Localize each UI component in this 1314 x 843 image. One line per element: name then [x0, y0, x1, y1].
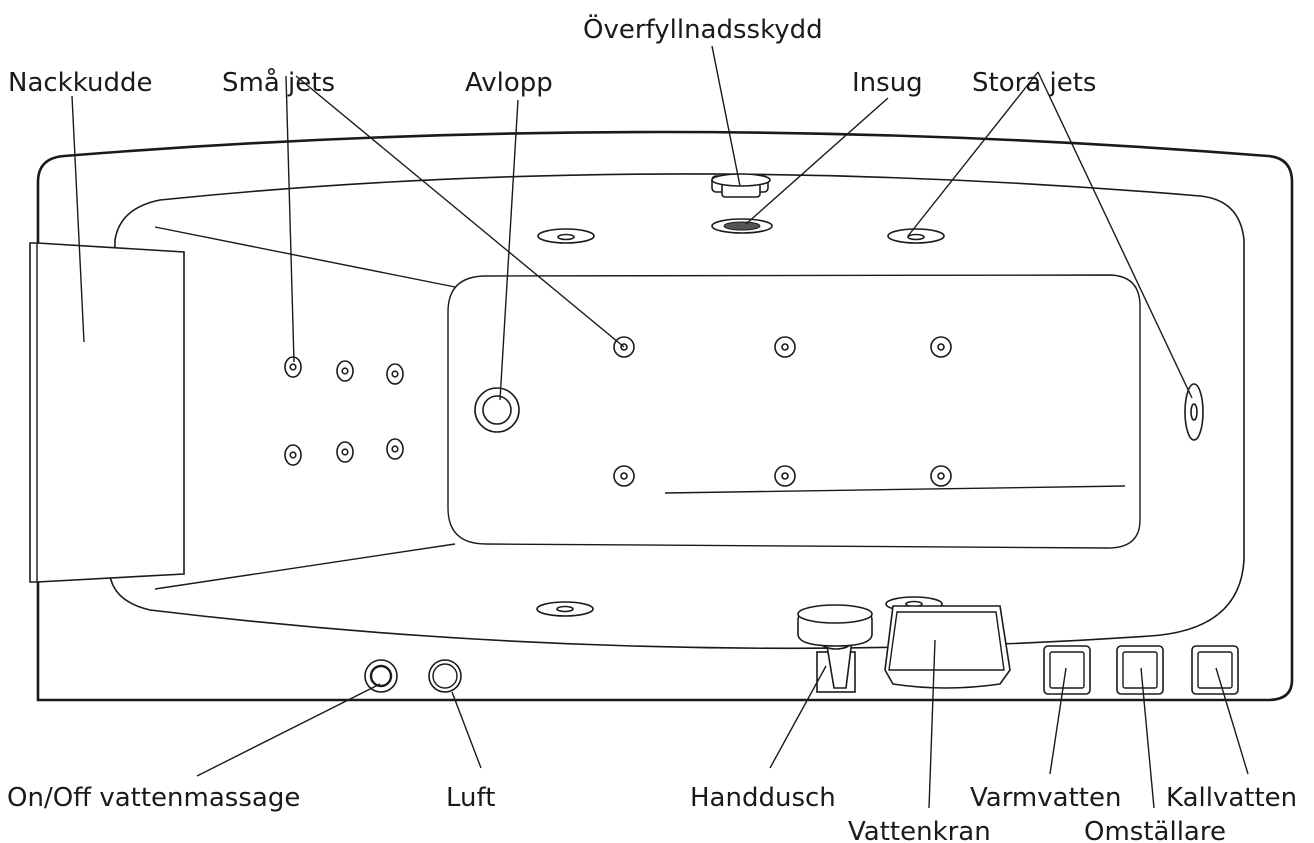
small-jet: [613, 465, 635, 487]
small-jet: [774, 465, 796, 487]
label-varmvatten: Varmvatten: [970, 783, 1121, 813]
overflow-protection: [711, 173, 771, 198]
backrest-line-bottom: [154, 543, 456, 590]
small-jet: [336, 360, 354, 382]
leader-lines: [71, 45, 1249, 809]
label-kallvatten: Kallvatten: [1166, 783, 1297, 813]
hot-water-button: [1043, 645, 1091, 695]
neck-pillow: [29, 242, 185, 583]
large-jet-side: [1184, 383, 1204, 441]
label-stora-jets: Stora jets: [972, 68, 1096, 98]
tub-inner-basin: [109, 173, 1245, 650]
label-omstallare: Omställare: [1084, 817, 1226, 843]
backrest-line-top: [154, 226, 456, 288]
faucet: [884, 605, 1011, 689]
diverter-button: [1116, 645, 1164, 695]
small-jets-group: [284, 336, 952, 487]
drain: [474, 387, 520, 433]
large-jet: [536, 601, 594, 617]
floor-center-line: [664, 485, 1126, 494]
label-avlopp: Avlopp: [465, 68, 553, 98]
label-luft: Luft: [446, 783, 495, 813]
label-sma-jets: Små jets: [222, 67, 335, 98]
hand-shower: [797, 604, 873, 693]
cold-water-button: [1191, 645, 1239, 695]
small-jet: [284, 444, 302, 466]
label-handdusch: Handdusch: [690, 783, 836, 813]
small-jet: [284, 356, 302, 378]
small-jet: [336, 441, 354, 463]
large-jet: [537, 228, 595, 244]
label-nackkudde: Nackkudde: [8, 68, 152, 98]
intake: [711, 218, 773, 234]
air-button: [428, 659, 462, 693]
label-overfyllnadsskydd: Överfyllnadsskydd: [583, 13, 823, 45]
large-jet: [887, 228, 945, 244]
onoff-button: [364, 659, 398, 693]
small-jet: [930, 465, 952, 487]
label-vattenkran: Vattenkran: [848, 817, 991, 843]
label-onoff-vattenmassage: On/Off vattenmassage: [7, 783, 300, 813]
small-jet: [774, 336, 796, 358]
small-jet: [386, 438, 404, 460]
small-jet: [930, 336, 952, 358]
label-insug: Insug: [852, 68, 923, 98]
tub-basin-floor: [447, 274, 1141, 549]
small-jet: [386, 363, 404, 385]
